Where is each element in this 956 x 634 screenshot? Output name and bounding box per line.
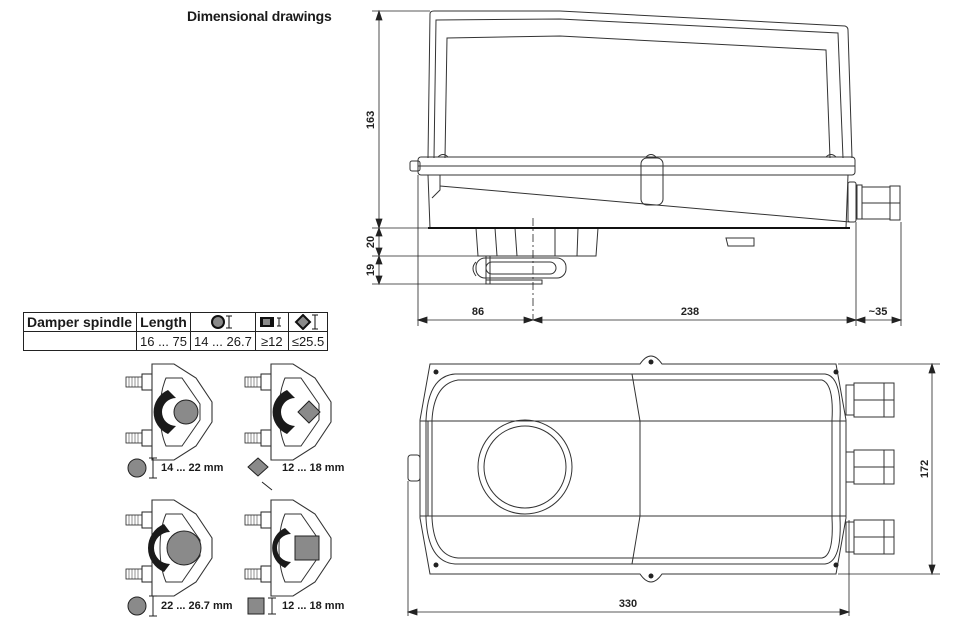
dim-height-163: 163 [365,111,377,129]
header-round-spindle [189,312,256,332]
round-spindle-large-symbol [127,595,157,617]
cell-square-min: ≥12 [254,331,289,351]
cell-damper-spindle [23,331,137,351]
clamp-caption-square-diagonal: 12 ... 18 mm [282,462,345,474]
round-spindle-symbol [127,457,157,479]
clamp-round-large [125,499,213,597]
square-spindle-symbol [247,597,276,615]
header-square-spindle [254,312,289,332]
dim-offset-86: 86 [472,306,484,318]
diagonal-spindle-symbol [247,457,273,491]
dim-width-172: 172 [919,460,931,478]
clamp-square [244,499,332,597]
clamp-caption-round-large: 22 ... 26.7 mm [161,600,233,612]
square-spindle-diagonal-icon [294,314,319,330]
table-header-row: Damper spindle Length [23,312,329,332]
clamp-caption-square: 12 ... 18 mm [282,600,345,612]
table-row: 16 ... 75 14 ... 26.7 ≥12 ≤25.5 [23,331,329,351]
clamp-square-diagonal [244,363,332,461]
dim-base-20: 20 [365,236,377,248]
header-length: Length [136,312,191,332]
header-diagonal-spindle [287,312,329,332]
clamp-caption-round-small: 14 ... 22 mm [161,462,224,474]
cell-diagonal-max: ≤25.5 [287,331,329,351]
round-spindle-diameter-icon [210,315,232,329]
square-spindle-width-icon [259,317,281,327]
dim-overall-330: 330 [619,598,637,610]
cell-round-range: 14 ... 26.7 [189,331,256,351]
cell-length: 16 ... 75 [136,331,191,351]
page-title: Dimensional drawings [187,8,332,24]
dim-clamp-19: 19 [365,264,377,276]
header-damper-spindle: Damper spindle [23,312,137,332]
damper-spindle-table: Damper spindle Length [23,312,329,351]
dim-length-238: 238 [681,306,699,318]
clamp-round-small [125,363,213,461]
dim-gland-35: ~35 [869,306,888,318]
